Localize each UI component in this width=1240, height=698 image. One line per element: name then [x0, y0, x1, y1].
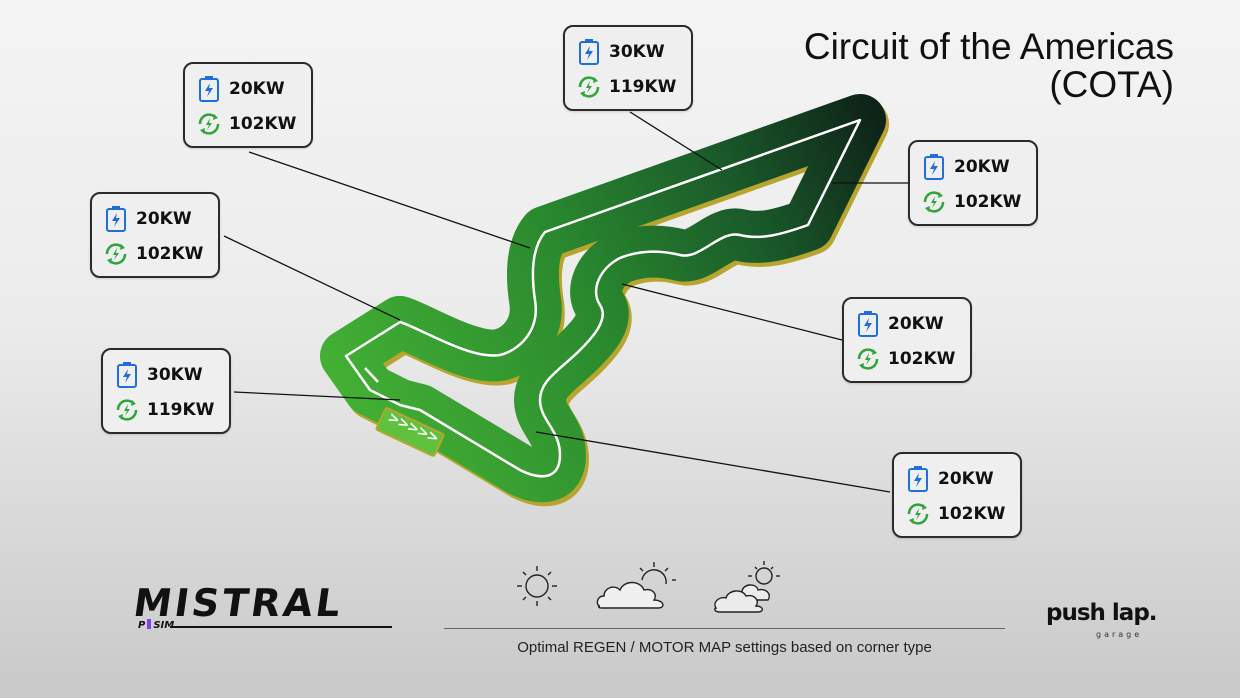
mistral-sub-a: P	[138, 620, 146, 631]
battery-bolt-icon	[924, 154, 944, 180]
motor-value: 30KW	[609, 42, 665, 62]
motor-value: 20KW	[954, 157, 1010, 177]
battery-bolt-icon	[117, 362, 137, 388]
motor-value: 20KW	[136, 209, 192, 229]
battery-bolt-icon	[106, 206, 126, 232]
regen-cycle-icon	[578, 76, 600, 98]
motor-value: 30KW	[147, 365, 203, 385]
pushlap-logo-text: push lap.	[1046, 600, 1158, 626]
mistral-logo-sub: P SIM	[138, 619, 174, 631]
callout-6: 30KW 119KW	[101, 348, 231, 434]
callout-7: 20KW 102KW	[892, 452, 1022, 538]
mistral-sub-b: SIM	[153, 620, 175, 631]
regen-cycle-icon	[923, 191, 945, 213]
callout-2: 30KW 119KW	[563, 25, 693, 111]
motor-value: 20KW	[938, 469, 994, 489]
callout-3: 20KW 102KW	[908, 140, 1038, 226]
leader-line-2	[629, 111, 723, 171]
callout-1: 20KW 102KW	[183, 62, 313, 148]
mistral-underline	[170, 626, 392, 628]
regen-cycle-icon	[116, 399, 138, 421]
circuit-title-line2: (COTA)	[1049, 64, 1174, 105]
regen-cycle-icon	[105, 243, 127, 265]
regen-value: 102KW	[888, 349, 956, 369]
regen-value: 119KW	[609, 77, 677, 97]
motor-value: 20KW	[229, 79, 285, 99]
regen-cycle-icon	[907, 503, 929, 525]
regen-value: 102KW	[938, 504, 1006, 524]
battery-bolt-icon	[199, 76, 219, 102]
leader-lines	[223, 111, 908, 493]
regen-value: 102KW	[954, 192, 1022, 212]
battery-bolt-icon	[579, 39, 599, 65]
circuit-title-line1: Circuit of the Americas	[803, 26, 1174, 67]
battery-bolt-icon	[858, 311, 878, 337]
track-band	[320, 94, 889, 507]
callout-5: 20KW 102KW	[842, 297, 972, 383]
leader-line-1	[248, 151, 531, 249]
regen-cycle-icon	[198, 113, 220, 135]
leader-line-6	[233, 391, 401, 401]
regen-value: 102KW	[229, 114, 297, 134]
caption-text: Optimal REGEN / MOTOR MAP settings based…	[517, 639, 932, 656]
caption-divider	[444, 628, 1005, 629]
leader-line-4	[223, 235, 401, 321]
regen-value: 102KW	[136, 244, 204, 264]
battery-bolt-icon	[908, 466, 928, 492]
motor-value: 20KW	[888, 314, 944, 334]
regen-cycle-icon	[857, 348, 879, 370]
leader-line-5	[621, 283, 843, 341]
pushlap-logo-sub: garage	[1096, 630, 1143, 639]
regen-value: 119KW	[147, 400, 215, 420]
pushlap-logo: push lap. garage	[1046, 600, 1158, 639]
partly-cloudy-icon	[596, 562, 676, 609]
sunny-icon	[517, 566, 557, 606]
circuit-title: Circuit of the Americas (COTA)	[804, 28, 1174, 104]
leader-line-7	[535, 431, 891, 493]
callout-4: 20KW 102KW	[90, 192, 220, 278]
cloudy-icon	[714, 561, 780, 613]
start-marker	[375, 407, 445, 457]
